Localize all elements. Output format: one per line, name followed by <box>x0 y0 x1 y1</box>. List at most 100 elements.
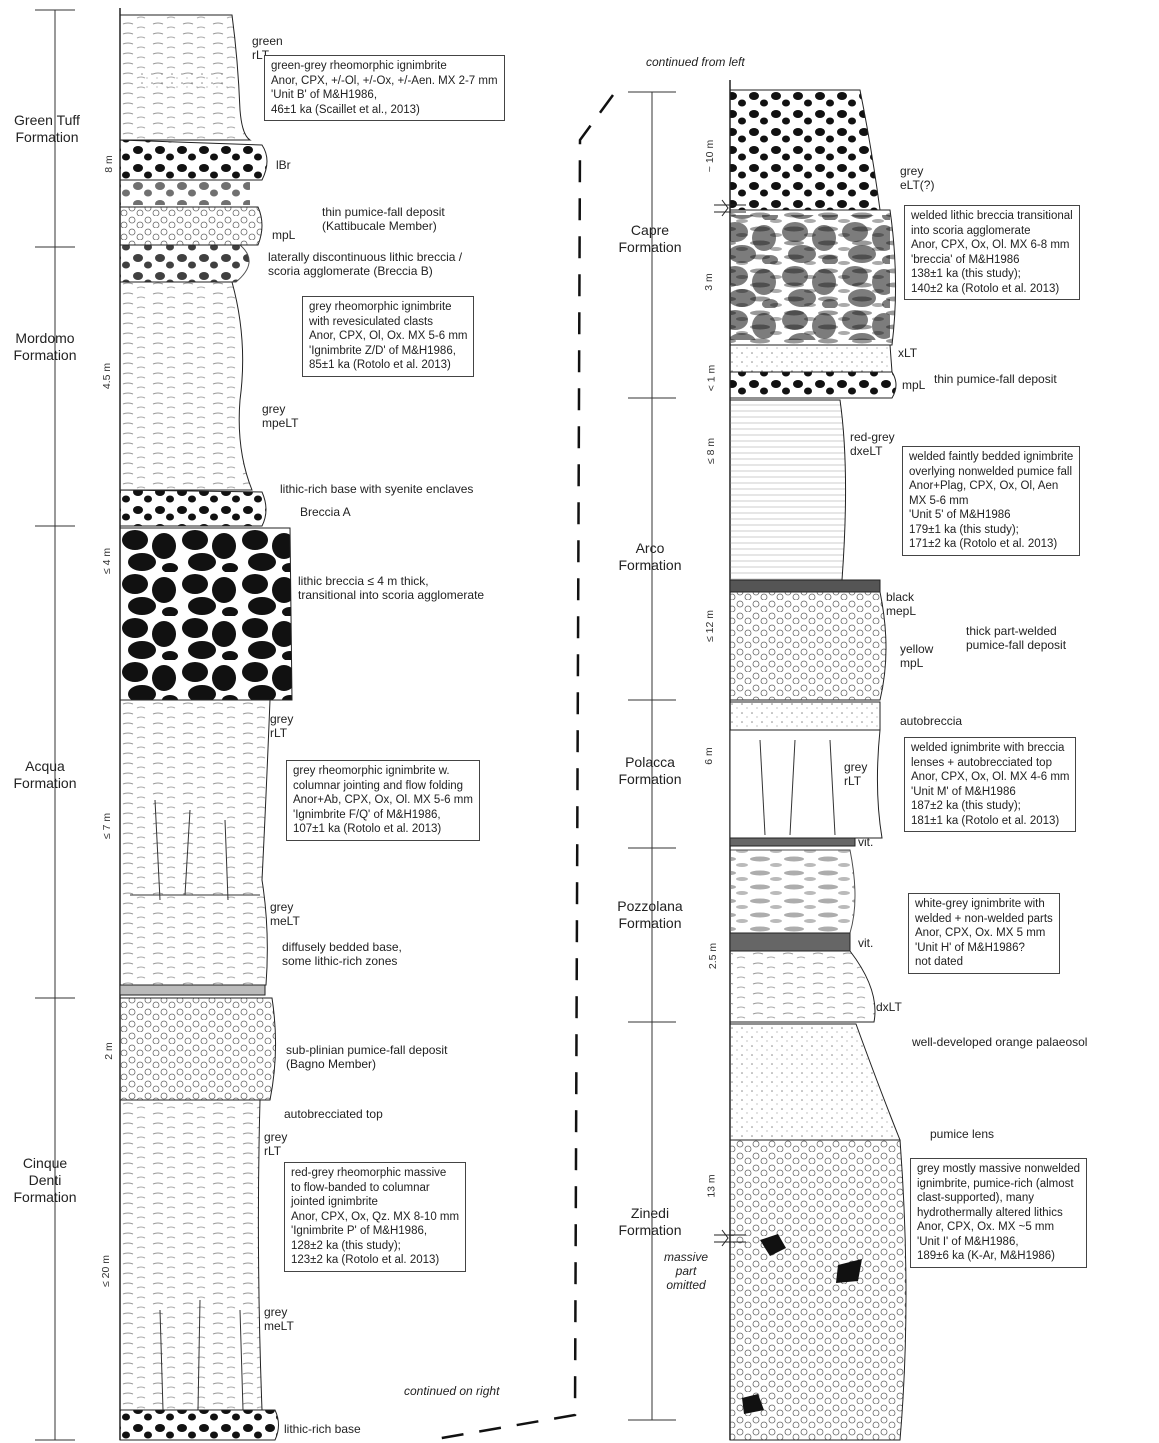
formation-mordomo: Mordomo Formation <box>13 330 77 363</box>
label-breccia-a: Breccia A <box>300 505 351 519</box>
thickness-bagno: 2 m <box>102 1042 115 1060</box>
acqua-base-band <box>119 984 266 996</box>
note-autobrecciated: autobrecciated top <box>284 1107 383 1121</box>
thickness-mordomo: 4.5 m <box>101 362 114 390</box>
formation-capre: Capre Formation <box>618 222 682 255</box>
pozzolana-vitrophyre <box>729 932 851 952</box>
label-yellow-mpl: yellow mpL <box>900 642 934 670</box>
note-pumice-lens: pumice lens <box>930 1127 995 1141</box>
bagno-pumice <box>119 997 277 1101</box>
thickness-zinedi: 13 m <box>705 1174 718 1198</box>
break-symbol-zinedi <box>714 1229 746 1247</box>
lithic-breccia-lbr <box>119 139 268 181</box>
box-polacca: welded ignimbrite with breccia lenses + … <box>904 737 1077 832</box>
box-mordomo: grey rheomorphic ignimbrite with revesic… <box>302 296 475 377</box>
polacca-columnar-joints <box>759 739 836 836</box>
cinque-denti-ignimbrite <box>119 1099 263 1411</box>
thickness-pozzolana: 2.5 m <box>707 942 720 970</box>
box-zinedi: grey mostly massive nonwelded ignimbrite… <box>910 1158 1087 1268</box>
capre-pumice-fall <box>729 371 897 399</box>
continued-on-right: continued on right <box>404 1384 500 1398</box>
acqua-columnar-joints <box>130 799 260 901</box>
label-grey-mpelt: grey mpeLT <box>262 402 299 430</box>
right-formation-scale <box>628 91 676 1421</box>
note-sub-plinian: sub-plinian pumice-fall deposit (Bagno M… <box>286 1043 448 1071</box>
acqua-lithic-breccia <box>119 527 293 701</box>
thickness-capre-elt: ~ 10 m <box>704 139 717 173</box>
arco-welded-ignimbrite <box>729 399 847 581</box>
thickness-acqua: ≤ 7 m <box>101 812 114 840</box>
thickness-green-tuff: 8 m <box>102 155 115 173</box>
thickness-cinque-denti: ≤ 20 m <box>100 1254 113 1288</box>
label-vit-2: vit. <box>858 936 874 950</box>
breccia-a <box>119 489 267 527</box>
thickness-capre-breccia: 3 m <box>702 273 715 291</box>
note-kattibucale: thin pumice-fall deposit (Kattibucale Me… <box>322 205 445 233</box>
polacca-autobreccia <box>729 701 881 731</box>
thickness-arco-ignimbrite: ≤ 8 m <box>705 437 718 465</box>
thickness-acqua-breccia: ≤ 4 m <box>101 547 114 575</box>
capre-breccia-blocks <box>730 215 890 340</box>
label-grey-melt-2: grey meLT <box>264 1305 294 1333</box>
zinedi-lithic-block-2 <box>836 1259 862 1283</box>
label-grey-elt: grey eLT(?) <box>900 164 935 192</box>
break-symbol-capre <box>714 199 746 217</box>
polacca-vitrophyre <box>729 837 856 847</box>
note-thick-pumice: thick part-welded pumice-fall deposit <box>966 624 1067 652</box>
label-capre-mpl: mpL <box>902 378 926 392</box>
pozzolana-upper <box>729 849 856 934</box>
zinedi-lithic-block-1 <box>760 1234 786 1256</box>
mordomo-ignimbrite <box>119 281 253 491</box>
label-mpl: mpL <box>272 228 296 242</box>
capre-eLT <box>729 89 881 211</box>
green-tuff-clasts <box>140 70 230 90</box>
box-capre: welded lithic breccia transitional into … <box>904 205 1080 300</box>
note-autobreccia: autobreccia <box>900 714 963 728</box>
thickness-capre-pumice: < 1 m <box>705 364 718 392</box>
formation-pozzolana: Pozzolana Formation <box>617 898 683 931</box>
box-cinque-denti: red-grey rheomorphic massive to flow-ban… <box>284 1162 467 1272</box>
label-lbr: lBr <box>276 158 291 172</box>
note-breccia-b: laterally discontinuous lithic breccia /… <box>268 250 463 278</box>
label-grey-rlt: grey rLT <box>270 712 294 740</box>
label-dxlt: dxLT <box>876 1000 902 1014</box>
left-column <box>119 8 293 1441</box>
note-capre-thin-pumice: thin pumice-fall deposit <box>934 372 1057 386</box>
note-lithic-breccia: lithic breccia ≤ 4 m thick, transitional… <box>298 574 485 602</box>
box-arco: welded faintly bedded ignimbrite overlyi… <box>902 446 1081 556</box>
right-column <box>729 80 907 1441</box>
arco-yellow-pumice <box>729 591 887 701</box>
label-grey-rlt-2: grey rLT <box>264 1130 288 1158</box>
arco-black-mepl <box>729 579 881 593</box>
zinedi-ignimbrite <box>729 1139 907 1441</box>
kattibucale-pumice <box>119 206 263 246</box>
thickness-polacca: 6 m <box>702 747 715 765</box>
continuation-connector <box>429 94 615 1442</box>
formation-cinque-denti: Cinque Denti Formation <box>13 1155 77 1205</box>
left-formation-scale <box>35 9 75 1441</box>
note-diffusely-bedded: diffusely bedded base, some lithic-rich … <box>282 940 402 968</box>
pozzolana-lower <box>729 950 876 1023</box>
box-pozzolana: white-grey ignimbrite with welded + non-… <box>908 893 1060 974</box>
note-palaeosol: well-developed orange palaeosol <box>912 1035 1088 1049</box>
capre-xLT <box>729 344 893 373</box>
formation-green-tuff: Green Tuff Formation <box>14 112 80 145</box>
thickness-arco-pumice: ≤ 12 m <box>704 609 717 643</box>
pumice-band <box>120 180 250 205</box>
note-lithic-base-syenite: lithic-rich base with syenite enclaves <box>280 482 474 496</box>
label-vit-1: vit. <box>858 835 874 849</box>
note-lithic-rich-base: lithic-rich base <box>284 1422 361 1436</box>
label-black-mepl: black mepL <box>886 590 917 618</box>
zinedi-lithic-block-3 <box>742 1394 764 1414</box>
formation-polacca: Polacca Formation <box>618 754 682 787</box>
cinque-columnar-joints <box>159 1299 244 1411</box>
note-massive-part-omitted: massive part omitted <box>664 1250 709 1292</box>
acqua-ignimbrite <box>119 699 271 986</box>
continued-from-left: continued from left <box>646 55 745 69</box>
formation-zinedi: Zinedi Formation <box>618 1205 682 1238</box>
box-acqua: grey rheomorphic ignimbrite w. columnar … <box>286 760 480 841</box>
formation-acqua: Acqua Formation <box>13 758 77 791</box>
formation-arco: Arco Formation <box>618 540 682 573</box>
polacca-ignimbrite <box>729 729 883 839</box>
